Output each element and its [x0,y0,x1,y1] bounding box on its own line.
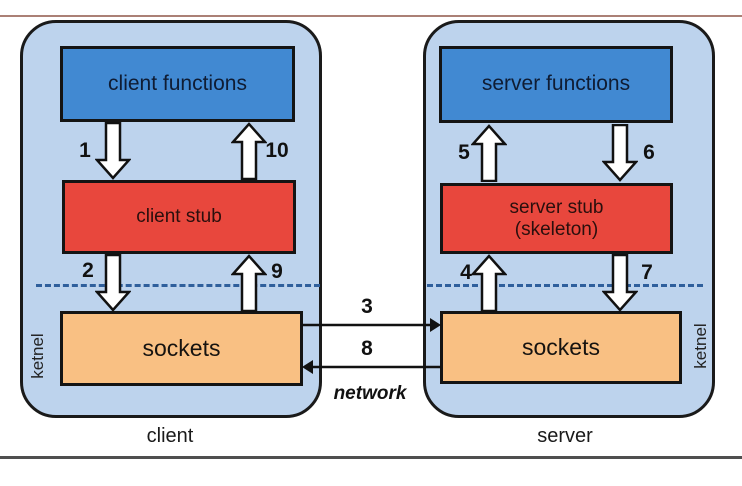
server-stub-label-line1: server stub [509,196,604,218]
step-1-label: 1 [79,139,91,162]
user-kernel-boundary-client [36,284,320,287]
step-4-label: 4 [460,261,472,284]
network-label: network [333,383,407,404]
client-stub-box: client stub [62,180,296,254]
user-kernel-boundary-server [427,284,703,287]
step-7-label: 7 [641,261,653,284]
client-functions-box: client functions [60,46,295,122]
step5-arrow-up-icon [471,124,507,182]
step3-arrow-right-icon [301,318,441,332]
step1-arrow-down-icon [95,122,131,180]
server-sockets-label: sockets [522,334,600,361]
step-2-label: 2 [82,259,94,282]
client-sockets-label: sockets [142,335,221,362]
step-9-label: 9 [271,260,283,283]
server-functions-label: server functions [481,72,631,96]
step-10-label: 10 [265,139,289,162]
server-stub-label-line2: (skeleton) [514,218,599,240]
server-sockets-box: sockets [440,311,682,384]
client-functions-label: client functions [108,71,247,95]
step8-arrow-left-icon [302,360,441,374]
client-caption: client [146,425,194,447]
server-functions-box: server functions [439,46,673,123]
client-sockets-box: sockets [60,311,303,386]
bottom-rule [0,456,742,459]
step6-arrow-down-icon [602,124,638,182]
client-stub-label: client stub [136,206,222,228]
top-rule [0,15,742,17]
step4-arrow-up-icon [471,254,507,312]
step-3-label: 3 [361,295,373,318]
step-5-label: 5 [458,141,470,164]
kernel-label-server: ketnel [691,323,710,369]
step9-arrow-up-icon [231,254,267,312]
server-stub-box: server stub (skeleton) [440,183,673,254]
step2-arrow-down-icon [95,254,131,312]
step7-arrow-down-icon [602,254,638,312]
server-caption: server [537,425,593,447]
step-6-label: 6 [643,141,655,164]
kernel-label-client: ketnel [28,333,47,379]
step-8-label: 8 [361,337,373,360]
step10-arrow-up-icon [231,122,267,180]
